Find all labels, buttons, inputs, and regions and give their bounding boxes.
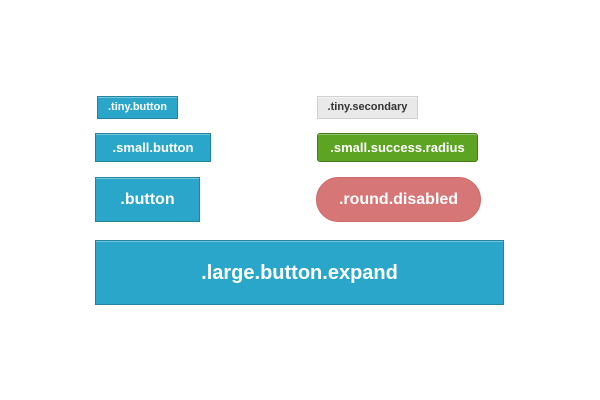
round-disabled-button: .round.disabled: [316, 177, 481, 222]
tiny-secondary-button[interactable]: .tiny.secondary: [317, 96, 418, 119]
small-button[interactable]: .small.button: [95, 133, 211, 162]
small-success-radius-button[interactable]: .small.success.radius: [317, 133, 478, 162]
default-button[interactable]: .button: [95, 177, 200, 222]
tiny-button[interactable]: .tiny.button: [97, 96, 178, 119]
large-expand-button[interactable]: .large.button.expand: [95, 240, 504, 305]
